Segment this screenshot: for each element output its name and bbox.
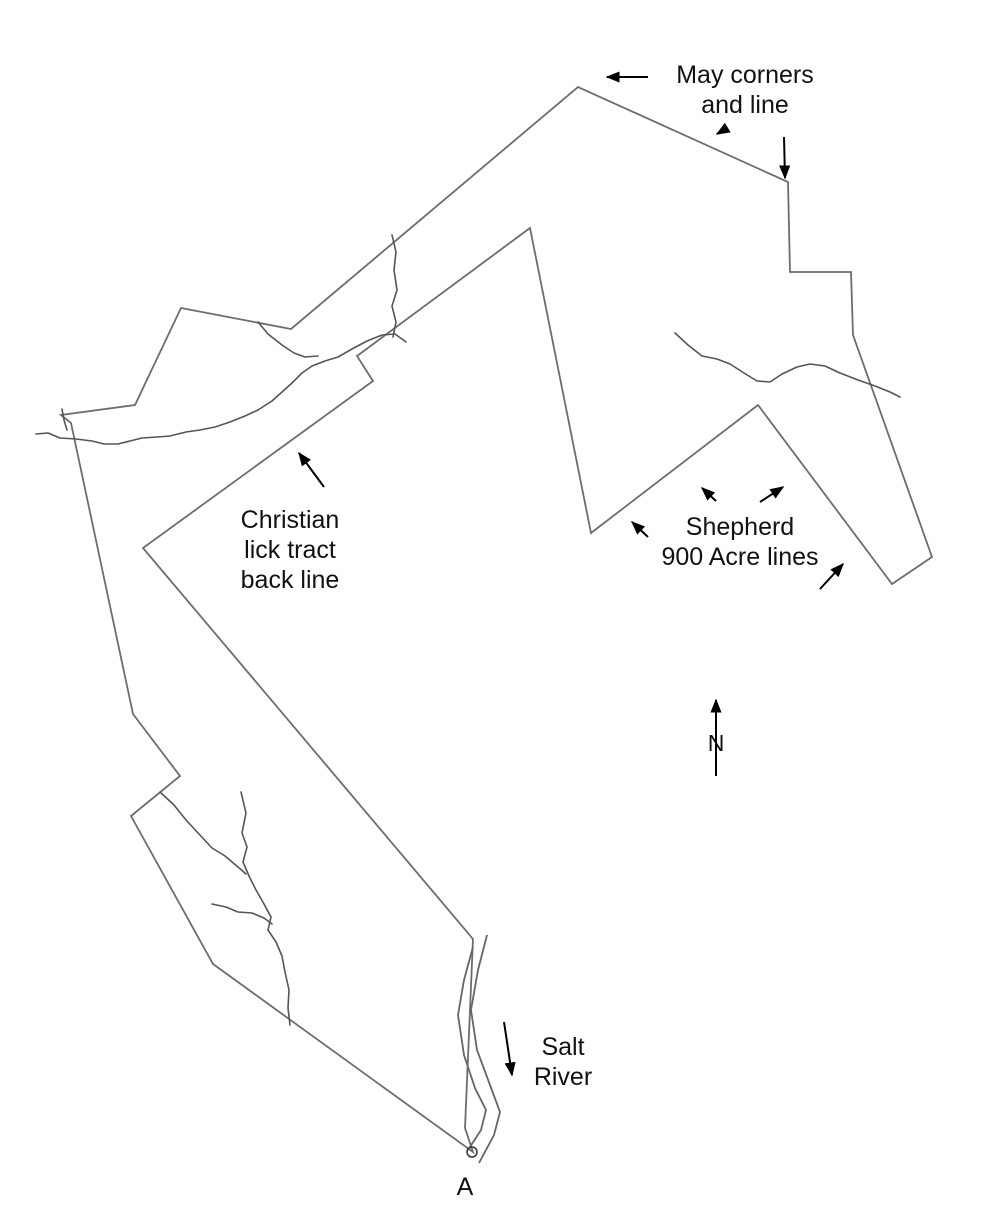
shepherd-arrow-3: [759, 486, 785, 503]
salt-river-label: Salt River: [533, 1033, 593, 1091]
creek-south-main: [240, 791, 291, 1026]
salt-river-east-bank: [470, 934, 501, 1164]
creek-christian-lick-fork: [257, 321, 319, 358]
north-label: N: [707, 730, 725, 756]
christian-lick-label: Christian lick tract back line: [240, 506, 340, 594]
creek-south-fork: [159, 791, 247, 875]
creek-east: [674, 332, 901, 398]
tract-boundary: [58, 85, 934, 1155]
may-arrow-small: [715, 122, 731, 135]
shepherd-arrow-2: [700, 487, 717, 502]
shepherd-lines-label: Shepherd 900 Acre lines: [661, 513, 819, 571]
salt-river-arrow: [503, 1021, 516, 1077]
salt-river-west-bank: [457, 946, 487, 1151]
creek-west-stub: [61, 408, 68, 431]
creek-christian-lick: [35, 333, 407, 445]
may-arrow-down: [779, 136, 791, 180]
creek-north-branch: [391, 234, 398, 338]
shepherd-arrow-4: [819, 562, 844, 590]
corner-circle-icon: [466, 1146, 478, 1158]
may-corners-label: May corners and line: [676, 61, 814, 119]
shepherd-arrow-1: [630, 521, 649, 538]
point-a-label: A: [456, 1173, 474, 1201]
christian-arrow: [298, 451, 325, 488]
creek-south-lower-fork: [211, 903, 273, 925]
